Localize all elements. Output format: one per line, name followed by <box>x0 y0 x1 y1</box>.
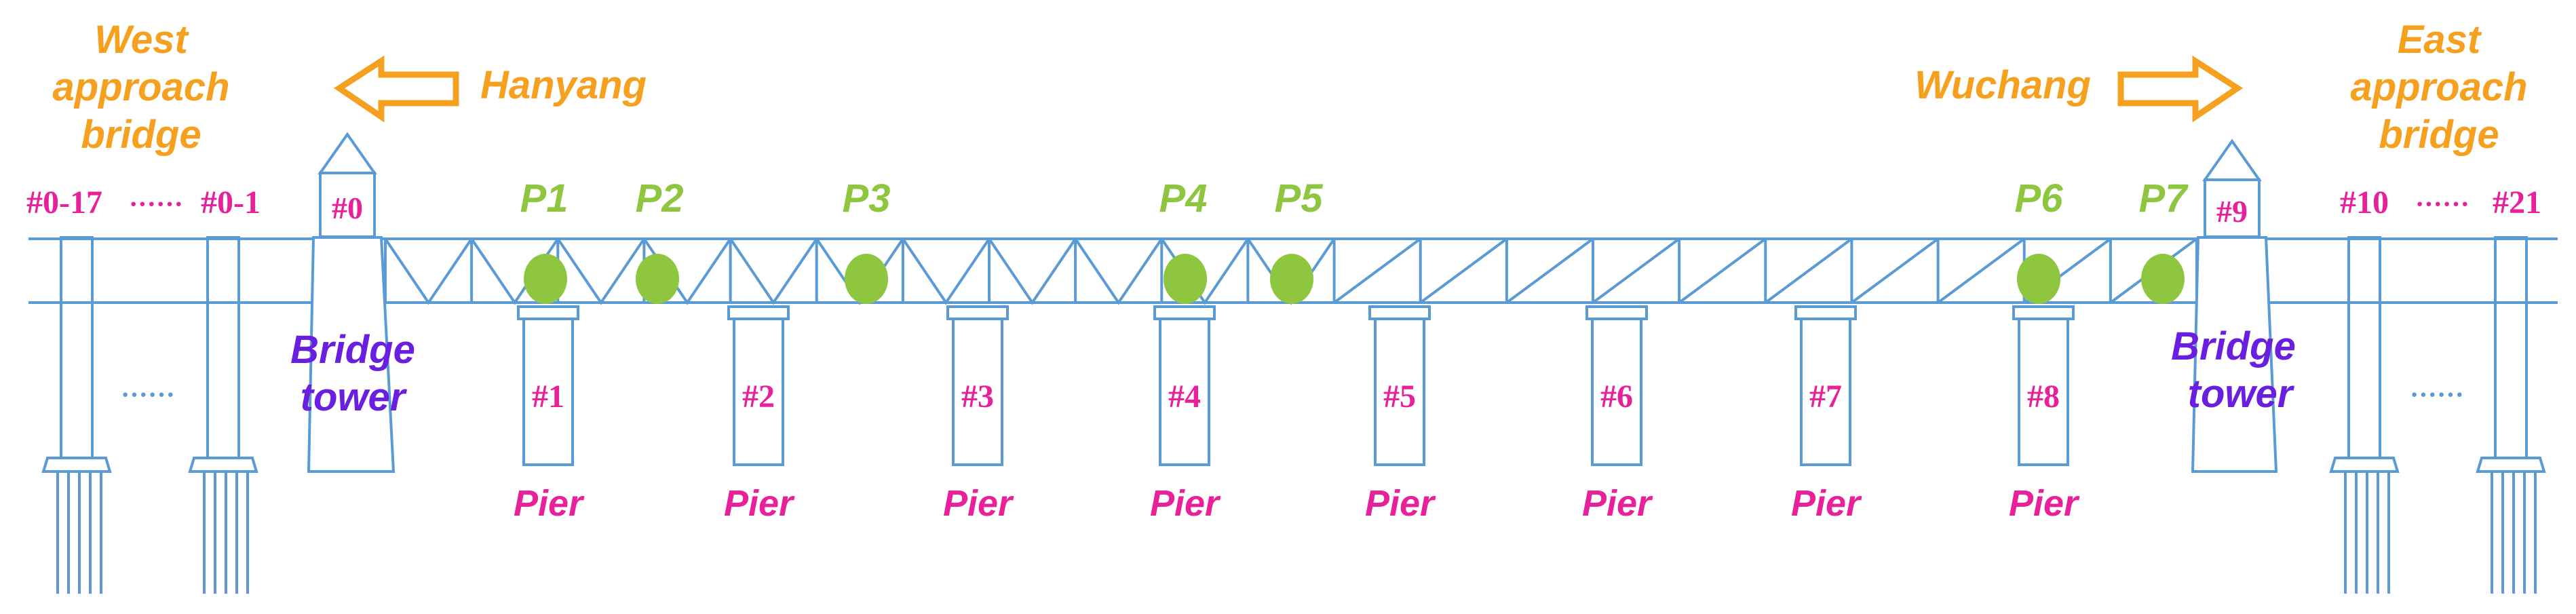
east-approach-title-3: bridge <box>2379 113 2499 157</box>
east-approach: East approach bridge #10 ······ #21 ····… <box>2329 18 2546 594</box>
pier-label: #1 <box>532 379 564 415</box>
east-range-dots: ······ <box>2415 189 2469 219</box>
pier-caption: Pier <box>1365 483 1436 524</box>
west-tower-label: #0 <box>332 191 363 225</box>
west-range-start: #0-17 <box>26 185 102 220</box>
pier-caption: Pier <box>1582 483 1653 524</box>
point-label: P4 <box>1159 176 1208 220</box>
west-approach-pier-2 <box>188 236 258 594</box>
east-tower: #9 <box>2191 138 2278 473</box>
west-approach-pier-1 <box>41 236 112 594</box>
east-tower-label: #9 <box>2216 194 2248 229</box>
west-approach: West approach bridge #0-17 ······ #0-1 ·… <box>26 18 261 594</box>
measurement-dot <box>845 254 888 304</box>
measurement-points: P1 P2 P3 P4 P5 P6 P7 <box>520 176 2189 304</box>
pier-caption: Pier <box>1150 483 1221 524</box>
east-approach-title-1: East <box>2398 18 2482 62</box>
west-direction: Hanyang <box>333 55 647 123</box>
pier-label: #4 <box>1168 379 1201 415</box>
east-approach-pier-1 <box>2329 236 2400 594</box>
pier-caption: Pier <box>1791 483 1862 524</box>
point-p4: P4 <box>1159 176 1208 304</box>
point-p1: P1 <box>520 176 569 304</box>
point-p3: P3 <box>843 176 891 304</box>
measurement-dot <box>636 254 679 304</box>
east-range-end: #21 <box>2493 185 2541 220</box>
point-label: P1 <box>520 176 569 220</box>
measurement-dot <box>2141 254 2185 304</box>
point-label: P7 <box>2139 176 2189 220</box>
west-tower-caption-1: Bridge <box>290 328 415 372</box>
pier-caption: Pier <box>724 483 795 524</box>
point-label: P6 <box>2015 176 2064 220</box>
main-piers: #1Pier#2Pier#3Pier#4Pier#5Pier#6Pier#7Pi… <box>514 305 2080 524</box>
measurement-dot <box>1270 254 1313 304</box>
east-tower-caption-2: tower <box>2188 372 2295 416</box>
pier-label: #8 <box>2027 379 2060 415</box>
east-direction-label: Wuchang <box>1915 63 2091 107</box>
west-range-dots: ······ <box>129 189 183 219</box>
pier-caption: Pier <box>2009 483 2080 524</box>
measurement-dot <box>524 254 567 304</box>
pier-label: #3 <box>961 379 994 415</box>
point-label: P5 <box>1275 176 1324 220</box>
point-p5: P5 <box>1270 176 1323 304</box>
west-approach-title-3: bridge <box>81 113 201 157</box>
east-range-start: #10 <box>2340 185 2389 220</box>
west-range-end: #0-1 <box>201 185 261 220</box>
pier-label: #5 <box>1383 379 1416 415</box>
west-tower: #0 <box>307 132 396 473</box>
west-approach-title-2: approach <box>52 65 229 109</box>
pier-label: #2 <box>742 379 775 415</box>
west-direction-label: Hanyang <box>480 63 647 107</box>
right-arrow-icon <box>2117 55 2244 123</box>
pier-label: #6 <box>1600 379 1633 415</box>
pier-label: #7 <box>1809 379 1842 415</box>
west-ellipsis: ······ <box>121 379 175 410</box>
pier-caption: Pier <box>514 483 585 524</box>
east-direction: Wuchang <box>1915 55 2244 123</box>
point-p6: P6 <box>2015 176 2064 304</box>
east-approach-pier-2 <box>2476 236 2546 594</box>
point-label: P2 <box>636 176 684 220</box>
east-tower-caption-1: Bridge <box>2171 324 2296 368</box>
measurement-dot <box>1164 254 1207 304</box>
west-tower-caption-2: tower <box>301 375 408 419</box>
left-arrow-icon <box>333 55 459 123</box>
measurement-dot <box>2017 254 2060 304</box>
west-approach-title-1: West <box>94 18 189 62</box>
point-label: P3 <box>843 176 891 220</box>
pier-caption: Pier <box>943 483 1014 524</box>
east-approach-title-2: approach <box>2350 65 2527 109</box>
point-p2: P2 <box>636 176 684 304</box>
point-p7: P7 <box>2139 176 2189 304</box>
east-ellipsis: ······ <box>2410 379 2464 410</box>
